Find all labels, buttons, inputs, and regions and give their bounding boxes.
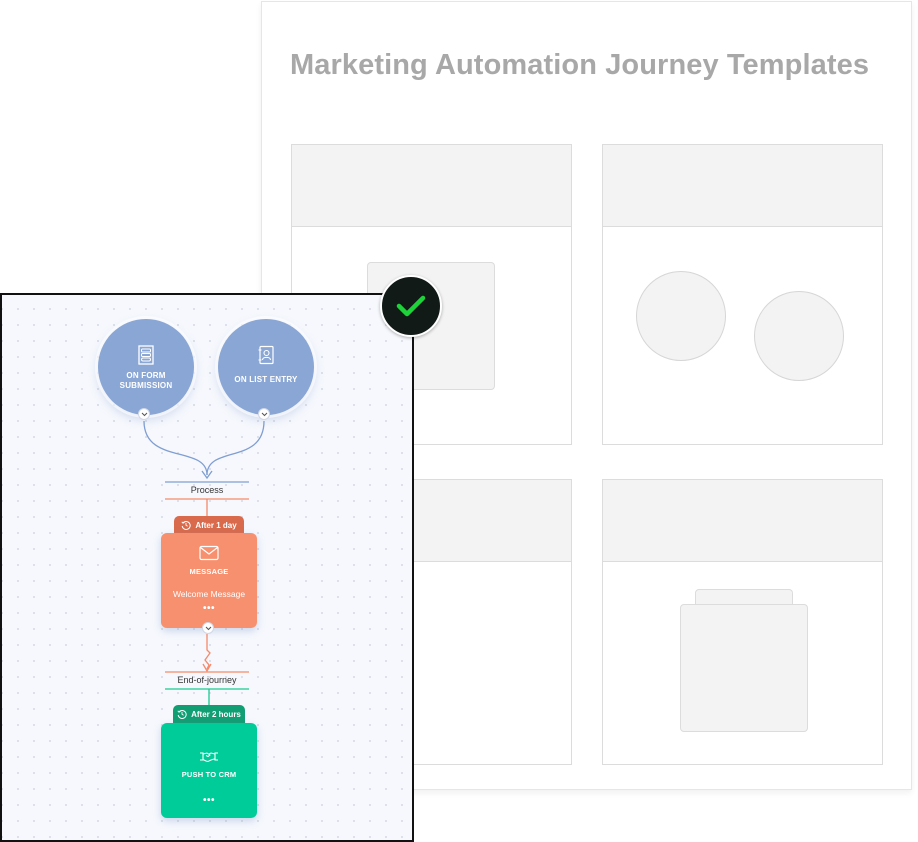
placeholder-folder [680, 604, 808, 732]
connector-form-to-process [143, 420, 208, 476]
action-card-message[interactable]: MESSAGE Welcome Message ••• [161, 533, 257, 628]
template-card-header [292, 145, 571, 227]
template-card-header [603, 480, 882, 562]
template-card-4[interactable] [602, 479, 883, 765]
arrowhead [202, 663, 212, 673]
arrowhead [201, 470, 213, 480]
selected-check-badge [380, 275, 442, 337]
trigger-label: ON LIST ENTRY [234, 375, 298, 384]
checkmark-icon [396, 295, 426, 317]
action-type: PUSH TO CRM [181, 770, 237, 779]
delay-label: After 2 hours [191, 709, 241, 719]
sheet-title: Marketing Automation Journey Templates [290, 49, 870, 81]
action-card-push-to-crm[interactable]: PUSH TO CRM ••• [161, 723, 257, 818]
action-name: Welcome Message [172, 589, 246, 599]
stage-label-end-of-journey[interactable]: End-of-journey [177, 675, 237, 685]
expand-chevron-button[interactable] [258, 408, 270, 420]
expand-chevron-button[interactable] [138, 408, 150, 420]
delay-label: After 1 day [195, 520, 237, 530]
more-options-button[interactable]: ••• [202, 795, 215, 806]
contact-book-icon [258, 345, 274, 365]
trigger-on-list-entry[interactable]: ON LIST ENTRY [218, 319, 314, 415]
trigger-on-form-submission[interactable]: ON FORM SUBMISSION [98, 319, 194, 415]
clock-history-icon [177, 709, 187, 719]
connector-message-to-end [204, 634, 211, 670]
chevron-down-icon [141, 412, 147, 416]
action-type: MESSAGE [189, 567, 229, 576]
delay-tab[interactable]: After 2 hours [173, 705, 245, 723]
placeholder-circle [754, 291, 844, 381]
journey-connectors [143, 420, 265, 705]
connector-list-to-process [206, 420, 265, 476]
chevron-down-icon [261, 412, 267, 416]
envelope-icon [199, 545, 219, 561]
placeholder-circle [636, 271, 726, 361]
more-options-button[interactable]: ••• [202, 603, 215, 614]
form-icon [138, 345, 154, 365]
template-card-2[interactable] [602, 144, 883, 445]
clock-history-icon [181, 520, 191, 530]
template-card-header [603, 145, 882, 227]
stage-label-process[interactable]: Process [190, 485, 224, 495]
delay-tab[interactable]: After 1 day [174, 516, 244, 534]
expand-chevron-button[interactable] [202, 622, 214, 634]
handshake-icon [200, 752, 218, 763]
trigger-label: ON FORM SUBMISSION [119, 371, 173, 390]
chevron-down-icon [205, 626, 211, 630]
journey-canvas[interactable]: ON FORM SUBMISSION ON LIST ENTRY Process… [0, 293, 414, 842]
templates-sheet: Marketing Automation Journey Templates [261, 1, 912, 790]
